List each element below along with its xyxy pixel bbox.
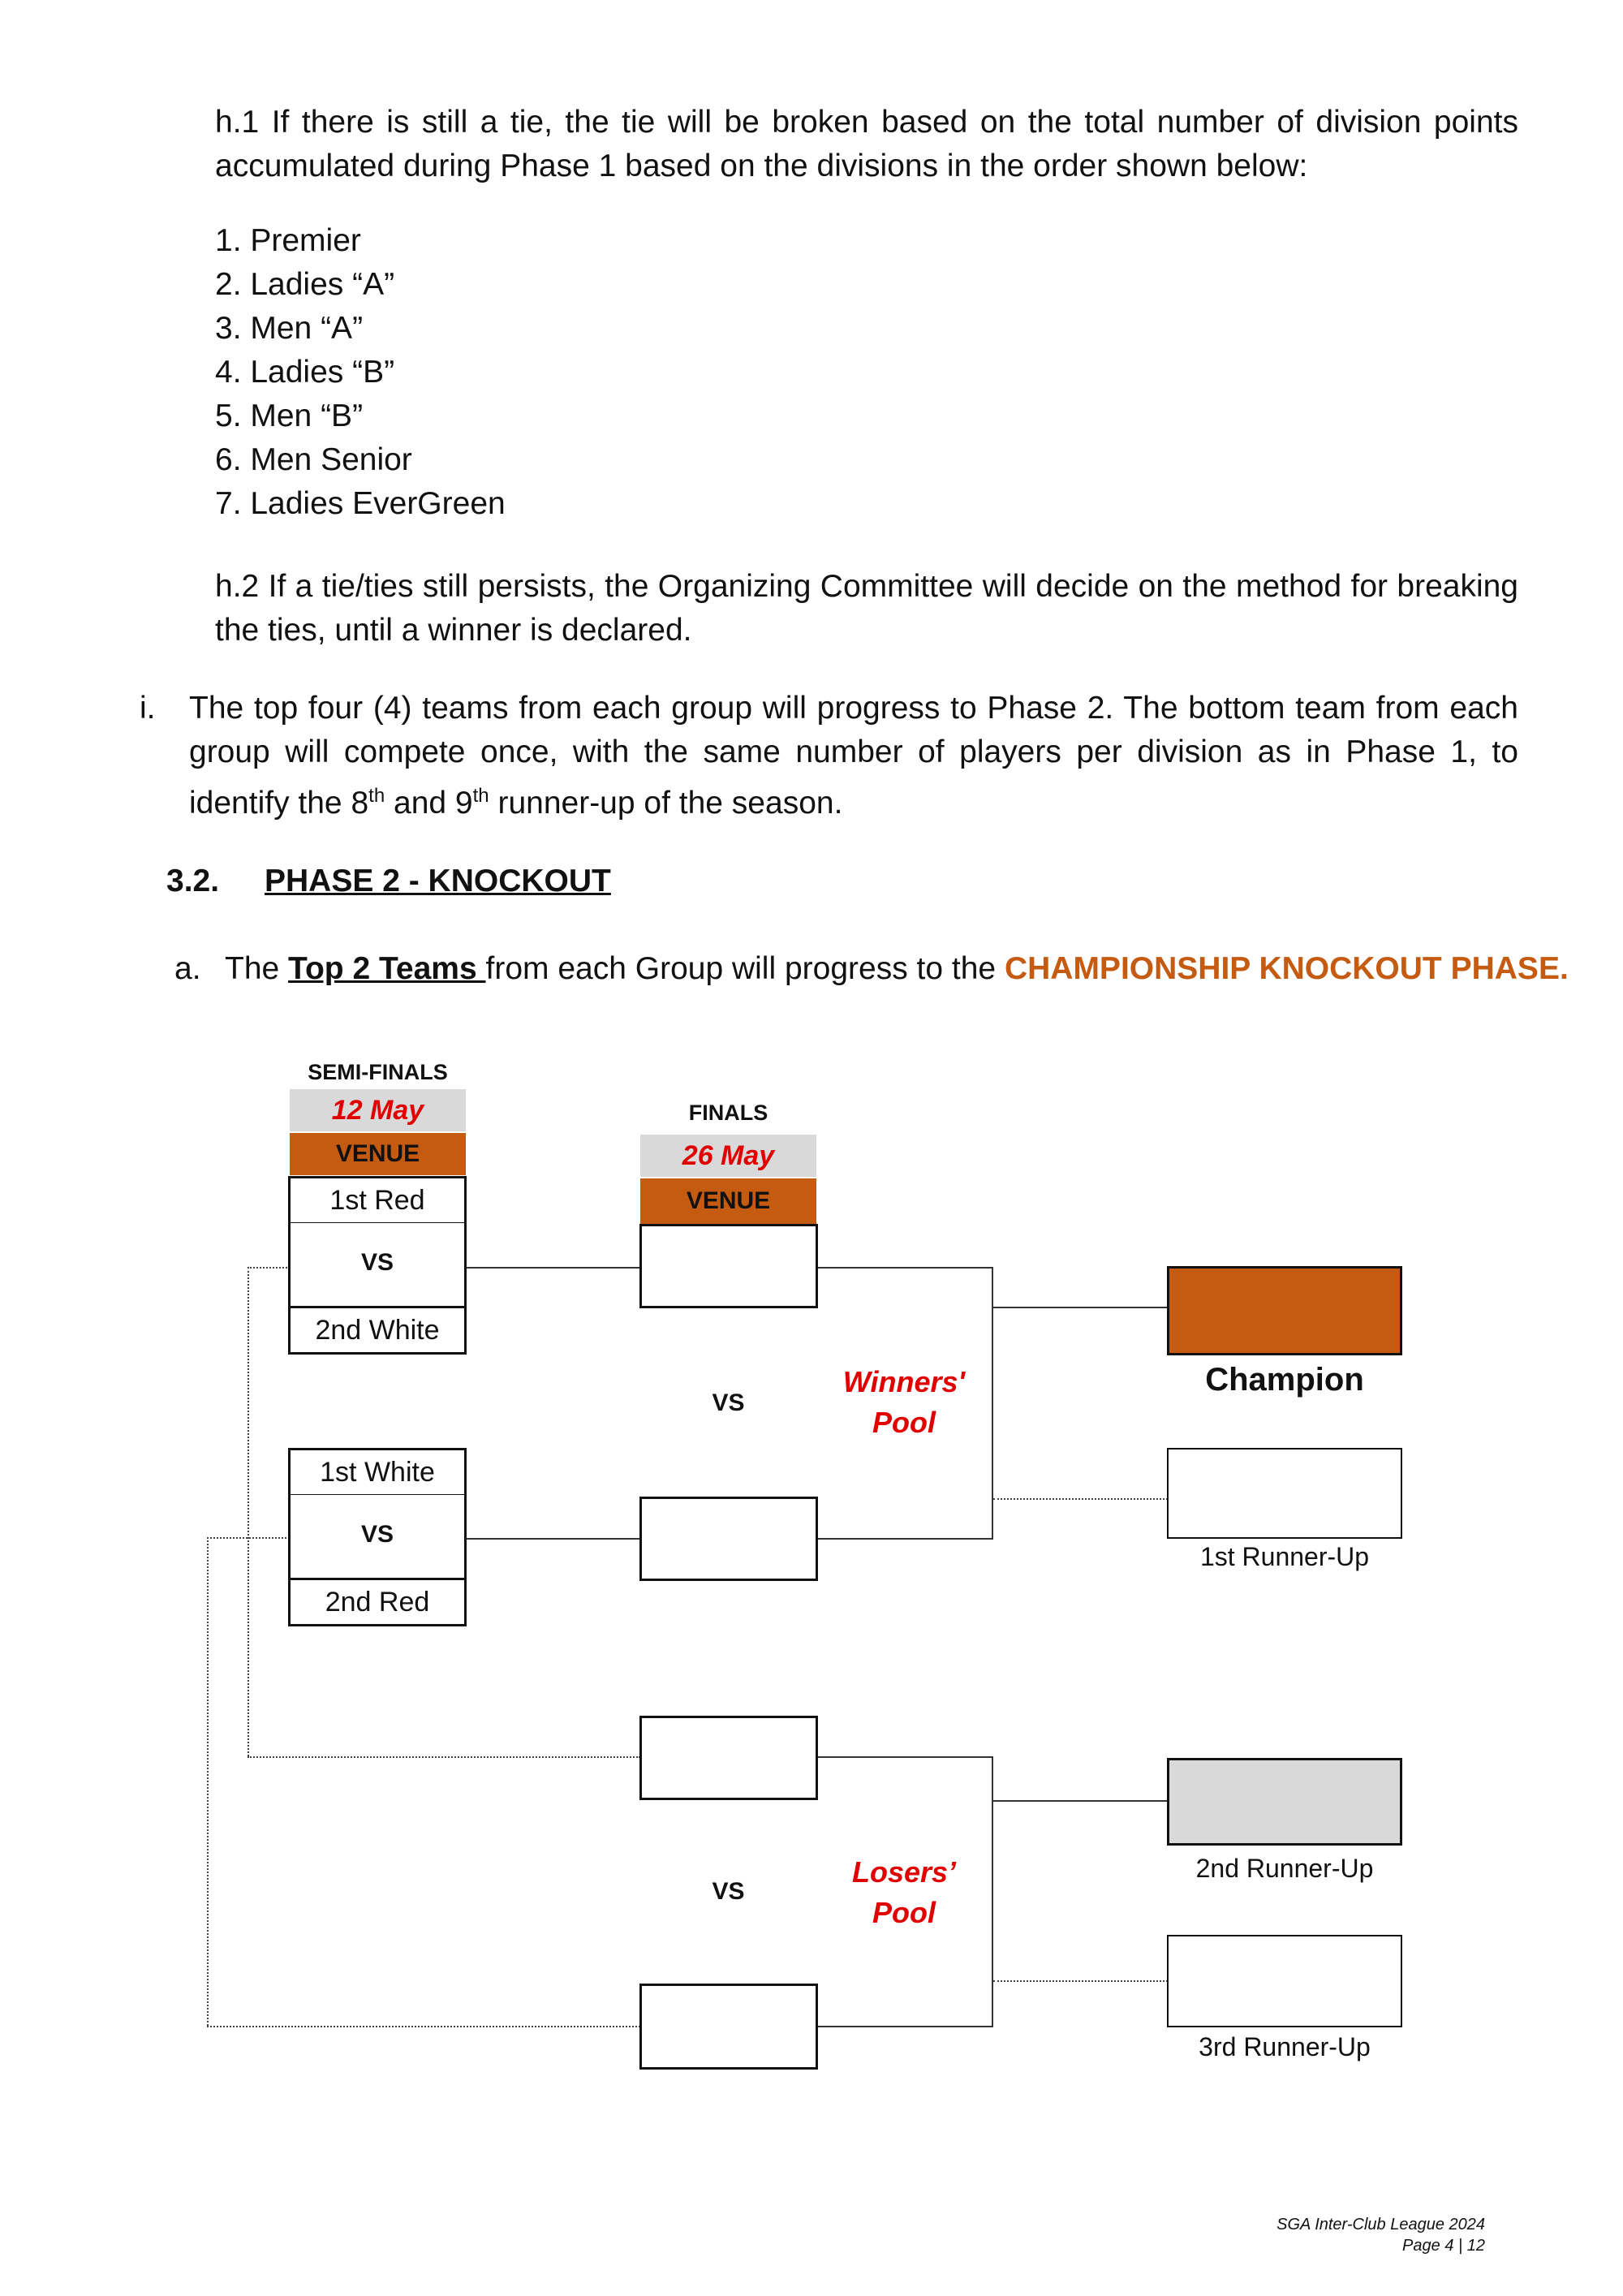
list-item: 5. Men “B” [215,398,364,433]
connector-line [467,1267,641,1269]
finals-venue: VENUE [640,1178,816,1224]
runner-up-1-box [1167,1448,1402,1539]
list-item: 3. Men “A” [215,311,364,346]
winners-pool-label: Winners'Pool [842,1365,966,1439]
division-list: 1. Premier 2. Ladies “A” 3. Men “A” 4. L… [215,219,506,526]
runner-up-1-label: 1st Runner-Up [1199,1542,1370,1571]
connector-line [818,1267,993,1269]
item-a-text-b: from each Group will progress to the [485,951,1005,986]
finals-header: FINALS [688,1101,768,1125]
connector-line [467,1538,641,1540]
semi-2-team-1: 1st White [288,1448,467,1497]
semi-1-team-1: 1st Red [288,1176,467,1225]
item-a-highlight: CHAMPIONSHIP KNOCKOUT PHASE. [1004,951,1569,986]
dotted-connector [248,1267,290,1269]
footer-page-number: Page 4 | 12 [1402,2237,1485,2255]
dotted-connector [207,1537,290,1539]
item-i-marker: i. [140,691,156,726]
h1-text: h.1 If there is still a tie, the tie wil… [215,105,1518,183]
item-a-marker: a. [174,951,201,986]
connector-line [992,1307,1168,1308]
item-i-text-a: The top four (4) teams from each group w… [189,691,1518,821]
list-item: 7. Ladies EverGreen [215,486,506,521]
runner-up-3-label: 3rd Runner-Up [1199,2032,1371,2061]
page-footer: SGA Inter-Club League 2024 Page 4 | 12 [1136,2214,1485,2256]
final-losers-vs: VS [712,1878,745,1905]
item-i-text-c: runner-up of the season. [489,786,843,821]
sup-th: th [472,785,489,807]
item-i-text-b: and 9 [385,786,473,821]
list-item: 1. Premier [215,223,361,258]
h2-paragraph: h.2 If a tie/ties still persists, the Or… [215,565,1518,653]
connector-line [818,1538,993,1540]
losers-pool-label: Losers’Pool [851,1855,957,1929]
sup-th: th [368,785,385,807]
final-winners-vs: VS [712,1389,745,1416]
semi-finals-date: 12 May [290,1089,466,1131]
final-winners-slot-2 [639,1497,818,1581]
item-a-text-a: The [225,951,289,986]
champion-label: Champion [1205,1362,1364,1398]
list-item: 6. Men Senior [215,442,412,477]
item-a-bold: Top 2 Teams [288,951,486,986]
item-a-paragraph: The Top 2 Teams from each Group will pro… [225,951,1569,987]
semi-1-vs: VS [288,1223,467,1307]
connector-line [992,1800,1168,1802]
connector-line [992,1267,993,1540]
semi-finals-header: SEMI-FINALS [308,1060,448,1084]
final-winners-slot-1 [639,1224,818,1308]
list-item: 4. Ladies “B” [215,355,395,390]
runner-up-2-box [1167,1758,1402,1846]
semi-1-team-2: 2nd White [288,1306,467,1355]
semi-finals-venue: VENUE [290,1133,466,1175]
section-title: PHASE 2 - KNOCKOUT [265,864,611,898]
dotted-connector [993,1980,1168,1982]
runner-up-2-label: 2nd Runner-Up [1195,1854,1374,1883]
connector-line [818,1756,993,1758]
dotted-connector [207,1537,209,2026]
connector-line [818,2026,993,2027]
final-losers-slot-1 [639,1716,818,1800]
semi-2-vs: VS [288,1495,467,1579]
finals-date: 26 May [640,1135,816,1177]
dotted-connector [248,1267,249,1756]
h2-text: h.2 If a tie/ties still persists, the Or… [215,569,1518,648]
section-number: 3.2. [166,864,220,898]
runner-up-3-box [1167,1935,1402,2027]
dotted-connector [248,1756,640,1758]
champion-box [1167,1266,1402,1355]
dotted-connector [993,1498,1168,1500]
footer-title: SGA Inter-Club League 2024 [1276,2216,1485,2234]
h1-paragraph: h.1 If there is still a tie, the tie wil… [215,101,1518,188]
semi-2-team-2: 2nd Red [288,1578,467,1626]
connector-line [992,1756,993,2027]
list-item: 2. Ladies “A” [215,267,395,302]
item-i-paragraph: The top four (4) teams from each group w… [189,687,1518,825]
dotted-connector [207,2026,640,2027]
final-losers-slot-2 [639,1984,818,2070]
